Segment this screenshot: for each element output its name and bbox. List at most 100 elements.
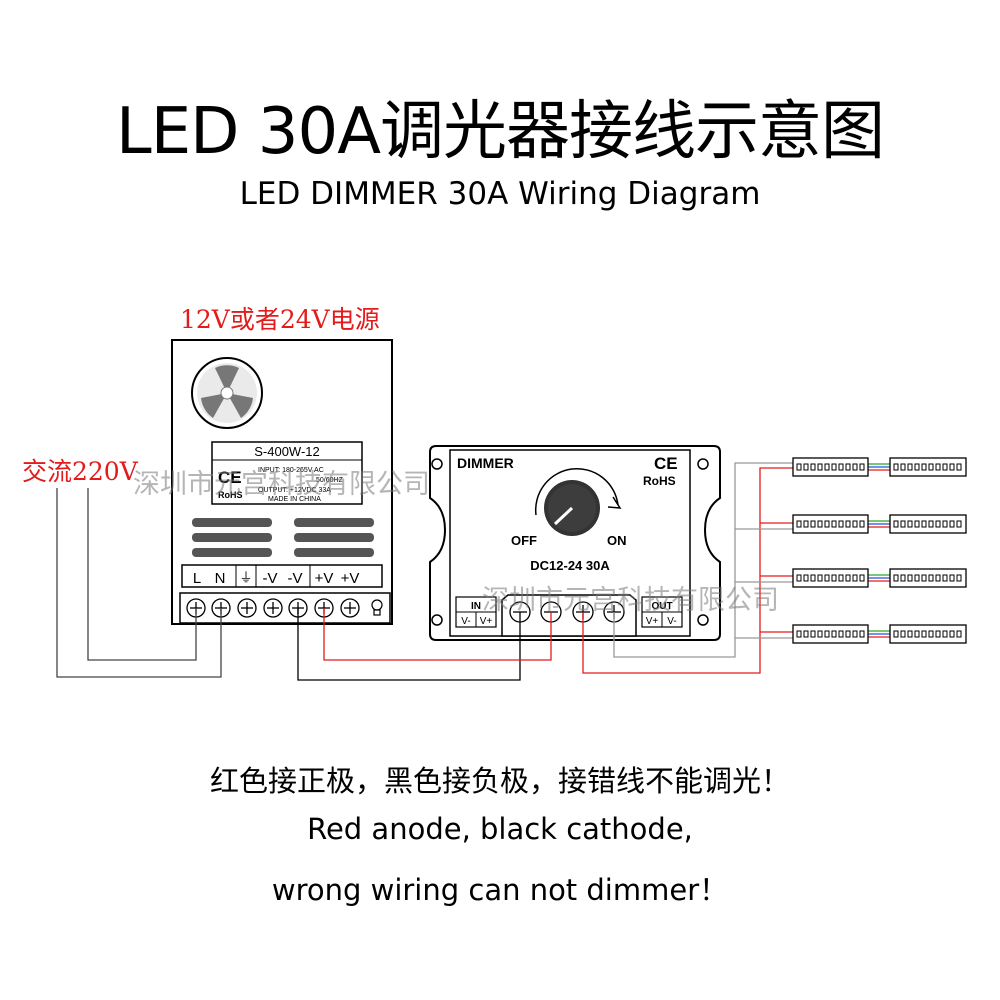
led-chip — [942, 520, 948, 528]
ac-wire — [56, 488, 222, 678]
led-chip — [928, 463, 934, 471]
dimmer-out-pin: V+ — [646, 616, 659, 627]
led-chip — [803, 463, 809, 471]
led-chip — [921, 574, 927, 582]
led-chip — [838, 630, 844, 638]
led-chip — [859, 520, 865, 528]
ps-rohs-mark: RoHS — [218, 490, 243, 500]
led-chip — [893, 463, 899, 471]
terminal-label: +V — [341, 570, 360, 587]
watermark: 深圳市元宫科技有限公司 — [133, 469, 430, 500]
note-en-2: wrong wiring can not dimmer！ — [271, 873, 729, 907]
dimmer-knob-icon — [534, 468, 622, 536]
dimmer-brand: DIMMER — [457, 455, 514, 471]
power-supply: S-400W-12 CE RoHS INPUT: 180-265V AC 50/… — [171, 339, 393, 625]
positive-wire — [759, 522, 795, 576]
led-chip — [893, 630, 899, 638]
led-chip — [907, 520, 913, 528]
ps-spec-line: INPUT: 180-265V AC — [258, 467, 324, 474]
led-chip — [831, 574, 837, 582]
ps-spec-line: 50/60HZ — [316, 477, 344, 484]
led-chip — [831, 463, 837, 471]
led-chip — [935, 574, 941, 582]
led-chip — [796, 520, 802, 528]
led-chip — [852, 574, 858, 582]
positive-wire — [759, 467, 795, 523]
led-chip — [845, 463, 851, 471]
led-strip-segment — [889, 624, 967, 644]
dimmer: DIMMER CE RoHS OFF ON DC12-24 30A IN V- … — [429, 445, 721, 641]
led-strips — [792, 457, 967, 644]
dimmer-off-label: OFF — [511, 533, 537, 548]
led-chip — [824, 520, 830, 528]
led-chip — [956, 574, 962, 582]
terminal-label: N — [215, 570, 226, 587]
ac-wire — [87, 488, 197, 661]
led-chip — [845, 630, 851, 638]
ps-model: S-400W-12 — [254, 444, 320, 459]
led-chip — [928, 520, 934, 528]
led-chip — [831, 520, 837, 528]
led-chip — [942, 574, 948, 582]
dimmer-rating: DC12-24 30A — [530, 558, 610, 573]
led-chip — [859, 574, 865, 582]
positive-wire — [582, 612, 795, 674]
led-strip-segment — [792, 568, 869, 588]
led-chip — [935, 463, 941, 471]
ground-icon: ⏚ — [239, 570, 252, 585]
led-chip — [893, 574, 899, 582]
ps-vents — [192, 518, 374, 557]
led-chip — [810, 520, 816, 528]
led-chip — [803, 630, 809, 638]
watermark: 深圳市元宫科技有限公司 — [482, 585, 779, 616]
bulb-icon — [371, 599, 383, 616]
positive-wire — [323, 608, 552, 661]
led-chip — [907, 630, 913, 638]
note-cn: 红色接正极，黑色接负极，接错线不能调光！ — [209, 764, 790, 798]
led-chip — [914, 520, 920, 528]
negative-wire — [297, 608, 521, 681]
led-chip — [928, 630, 934, 638]
led-chip — [852, 463, 858, 471]
ps-spec-line: MADE IN CHINA — [268, 496, 321, 503]
led-strip-segment — [889, 457, 967, 477]
dimmer-in-pin: V- — [461, 616, 470, 627]
led-chip — [810, 463, 816, 471]
led-chip — [914, 630, 920, 638]
ps-spec-line: OUTPUT: +12VDC 33A — [258, 487, 331, 494]
fan-icon — [191, 357, 263, 429]
output-wire — [734, 462, 795, 529]
terminal-label: L — [193, 570, 201, 587]
led-chip — [949, 630, 955, 638]
led-chip — [817, 574, 823, 582]
led-chip — [824, 463, 830, 471]
dimmer-out-pin: V- — [667, 616, 676, 627]
led-chip — [845, 574, 851, 582]
dimmer-in-pin: V+ — [480, 616, 493, 627]
led-chip — [928, 574, 934, 582]
led-dots — [796, 463, 962, 638]
led-chip — [817, 630, 823, 638]
led-chip — [824, 630, 830, 638]
led-chip — [942, 630, 948, 638]
led-chip — [900, 463, 906, 471]
terminal-label: -V — [288, 570, 303, 587]
led-chip — [949, 463, 955, 471]
led-chip — [900, 574, 906, 582]
led-chip — [935, 630, 941, 638]
led-chip — [817, 463, 823, 471]
dimmer-out-label: OUT — [651, 601, 672, 612]
led-chip — [907, 574, 913, 582]
led-chip — [956, 463, 962, 471]
led-chip — [893, 520, 899, 528]
power-supply-label: 12V或者24V电源 — [180, 305, 380, 334]
dimmer-rohs-mark: RoHS — [643, 474, 676, 488]
led-chip — [831, 630, 837, 638]
page-subtitle: LED DIMMER 30A Wiring Diagram — [239, 176, 761, 212]
led-strip-segment — [792, 514, 869, 534]
led-chip — [907, 463, 913, 471]
led-strip-segment — [792, 457, 869, 477]
led-chip — [914, 574, 920, 582]
led-chip — [803, 574, 809, 582]
